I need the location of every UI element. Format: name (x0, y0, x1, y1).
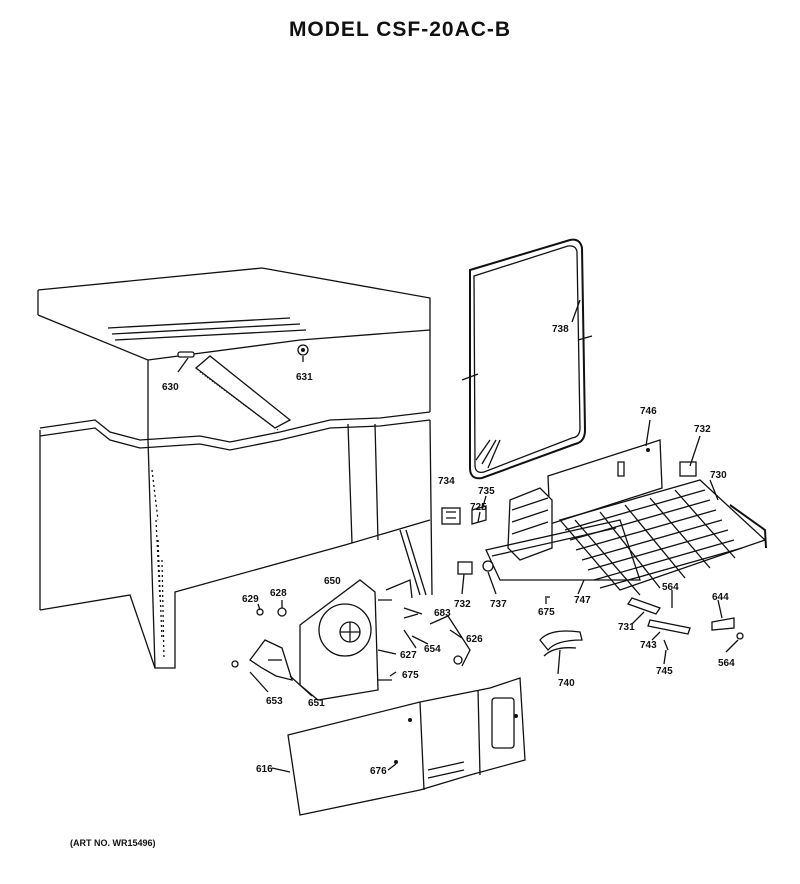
label-683: 683 (434, 608, 451, 619)
label-737: 737 (490, 599, 507, 610)
label-732-b: 732 (454, 599, 471, 610)
label-675-b: 675 (402, 670, 419, 681)
label-564: 564 (662, 582, 679, 593)
label-626: 626 (466, 634, 483, 645)
label-735: 735 (478, 486, 495, 497)
gasket-frame-738 (461, 238, 593, 480)
fan-blade-651 (231, 607, 293, 681)
heater-740 (539, 630, 583, 657)
back-panel-616 (287, 677, 526, 816)
label-743: 743 (640, 640, 657, 651)
housing-725 (485, 487, 641, 581)
label-738: 738 (552, 324, 569, 335)
label-564-b: 564 (718, 658, 735, 669)
label-628: 628 (270, 588, 287, 599)
label-675: 675 (538, 607, 555, 618)
label-732: 732 (694, 424, 711, 435)
label-730: 730 (710, 470, 727, 481)
label-740: 740 (558, 678, 575, 689)
label-630: 630 (162, 382, 179, 393)
label-747: 747 (574, 595, 591, 606)
art-number: (ART NO. WR15496) (70, 838, 156, 848)
label-676: 676 (370, 766, 387, 777)
label-629: 629 (242, 594, 259, 605)
label-650: 650 (324, 576, 341, 587)
label-653: 653 (266, 696, 283, 707)
leader-lines (177, 299, 739, 773)
cover-plate-746 (547, 439, 663, 525)
part-labels: 630 631 738 746 732 730 734 735 725 732 … (162, 324, 735, 777)
label-651: 651 (308, 698, 325, 709)
label-627: 627 (400, 650, 417, 661)
label-745: 745 (656, 666, 673, 677)
label-731: 731 (618, 622, 635, 633)
label-654: 654 (424, 644, 441, 655)
fan-bracket-627 (299, 579, 471, 701)
label-734: 734 (438, 476, 455, 487)
page-title: MODEL CSF-20AC-B (288, 18, 512, 41)
label-616: 616 (256, 764, 273, 775)
label-631: 631 (296, 372, 313, 383)
label-644: 644 (712, 592, 729, 603)
label-725: 725 (470, 502, 487, 513)
label-746: 746 (640, 406, 657, 417)
small-parts-right (441, 505, 744, 651)
cabinet-drawing (37, 267, 433, 669)
